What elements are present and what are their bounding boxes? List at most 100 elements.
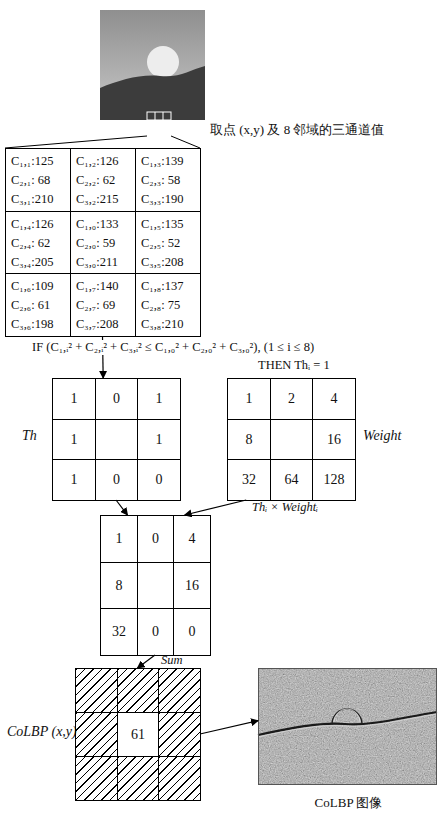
hatched-cell xyxy=(75,756,118,801)
pixel-cell: C₁,₃:139C₂,₃: 58C₃,₃:190 xyxy=(135,148,201,212)
value-cell: 0 xyxy=(137,608,174,656)
channel-value: C₂,₀: 59 xyxy=(76,234,135,253)
cell-value: 1 xyxy=(71,472,78,488)
cell-value: 0 xyxy=(189,624,196,640)
value-cell: 32 xyxy=(100,608,138,656)
channel-value: C₁,₄:126 xyxy=(11,215,70,234)
channel-value: C₁,₇:140 xyxy=(76,277,135,296)
empty-cell xyxy=(270,419,313,460)
channel-value: C₃,₅:208 xyxy=(141,253,200,272)
value-cell: 1 xyxy=(137,378,181,420)
source-photo xyxy=(100,10,205,136)
image-caption: CoLBP 图像 xyxy=(259,794,438,812)
cell-value: 1 xyxy=(116,531,123,547)
grid-heading: Th xyxy=(22,428,37,444)
value-cell: 0 xyxy=(173,608,211,656)
value-cell: 4 xyxy=(312,378,356,420)
value-cell: 32 xyxy=(227,459,271,501)
image-texture xyxy=(258,668,437,785)
pixel-cell: C₁,₈:137C₂,₈: 75C₃,₈:210 xyxy=(135,273,201,337)
weight-grid: Weight1248163264128 xyxy=(227,378,355,500)
colbp-grid: CoLBP (x,y)61 xyxy=(75,668,200,800)
pixel-cell: C₁,₄:126C₂,₄: 62C₃,₄:205 xyxy=(5,211,71,274)
cell-value: 32 xyxy=(242,472,256,488)
value-cell: 0 xyxy=(137,515,174,563)
empty-cell xyxy=(95,419,138,460)
value-cell: 64 xyxy=(270,459,313,501)
channel-value: C₂,₆: 61 xyxy=(11,296,70,315)
channel-value: C₃,₆:198 xyxy=(11,315,70,334)
channel-value: C₁,₂:126 xyxy=(76,152,135,171)
channel-value: C₃,₄:205 xyxy=(11,253,70,272)
cell-value: 0 xyxy=(152,531,159,547)
pixel-value-table: C₁,₁:125C₂,₁: 68C₃,₁:210C₁,₂:126C₂,₂: 62… xyxy=(5,148,200,336)
hatched-cell xyxy=(158,712,201,757)
value-cell: 61 xyxy=(117,712,159,757)
pixel-cell: C₁,₇:140C₂,₇: 69C₃,₇:208 xyxy=(70,273,136,337)
channel-value: C₂,₅: 52 xyxy=(141,234,200,253)
cell-value: 8 xyxy=(246,432,253,448)
cell-value: 0 xyxy=(113,472,120,488)
value-cell: 0 xyxy=(95,459,138,501)
flow-arrow xyxy=(102,336,104,378)
channel-value: C₃,₁:210 xyxy=(11,190,70,209)
channel-value: C₃,₂:215 xyxy=(76,190,135,209)
step-note: 取点 (x,y) 及 8 邻域的三通道值 xyxy=(210,121,384,139)
cell-value: 16 xyxy=(185,578,199,594)
value-cell: 1 xyxy=(100,515,138,563)
cell-value: 1 xyxy=(71,391,78,407)
cell-value: 1 xyxy=(71,432,78,448)
value-cell: 128 xyxy=(312,459,356,501)
image-base xyxy=(258,668,437,785)
rule-note: THEN Thᵢ = 1 xyxy=(258,358,330,373)
value-cell: 4 xyxy=(173,515,211,563)
product-grid: 1048163200 xyxy=(100,515,210,655)
cell-value: 0 xyxy=(156,472,163,488)
pixel-cell: C₁,₅:135C₂,₅: 52C₃,₅:208 xyxy=(135,211,201,274)
cell-value: 1 xyxy=(156,391,163,407)
cell-value: 0 xyxy=(152,624,159,640)
channel-value: C₂,₄: 62 xyxy=(11,234,70,253)
cell-value: 32 xyxy=(112,624,126,640)
cell-value: 2 xyxy=(288,391,295,407)
cell-value: 61 xyxy=(131,727,145,743)
empty-cell xyxy=(137,562,174,609)
colbp-image-frame: CoLBP 图像 xyxy=(258,668,437,785)
cell-value: 0 xyxy=(113,391,120,407)
photo-sun xyxy=(147,46,179,78)
edge-label: IF (C₁,ᵢ² + C₂,ᵢ² + C₃,ᵢ² ≤ C₁,₀² + C₂,₀… xyxy=(32,340,314,355)
flow-arrow xyxy=(138,655,156,668)
value-cell: 8 xyxy=(227,419,271,460)
threshold-grid: Th10111100 xyxy=(52,378,180,500)
hatched-cell xyxy=(117,756,159,801)
flow-arrow xyxy=(116,500,128,515)
value-cell: 1 xyxy=(227,378,271,420)
pixel-grid xyxy=(147,112,171,136)
channel-value: C₁,₆:109 xyxy=(11,277,70,296)
pixel-cell: C₁,₁:125C₂,₁: 68C₃,₁:210 xyxy=(5,148,71,212)
edge-label: Thᵢ × Weightᵢ xyxy=(252,500,318,515)
value-cell: 1 xyxy=(52,378,96,420)
channel-value: C₁,₅:135 xyxy=(141,215,200,234)
value-cell: 16 xyxy=(312,419,356,460)
cell-value: 1 xyxy=(156,432,163,448)
image-sun-edge xyxy=(334,709,360,722)
value-cell: 1 xyxy=(52,419,96,460)
hatched-cell xyxy=(117,668,159,713)
zoom-line xyxy=(5,136,147,148)
hatched-cell xyxy=(158,668,201,713)
image-horizon-edge xyxy=(258,714,437,737)
channel-value: C₃,₈:210 xyxy=(141,315,200,334)
cell-value: 64 xyxy=(285,472,299,488)
colbp-image xyxy=(258,668,437,785)
grid-heading: CoLBP (x,y) xyxy=(7,724,77,740)
value-cell: 0 xyxy=(137,459,181,501)
grid-heading: Weight xyxy=(363,428,401,444)
hatched-cell xyxy=(158,756,201,801)
hatched-cell xyxy=(75,668,118,713)
cell-value: 16 xyxy=(327,432,341,448)
